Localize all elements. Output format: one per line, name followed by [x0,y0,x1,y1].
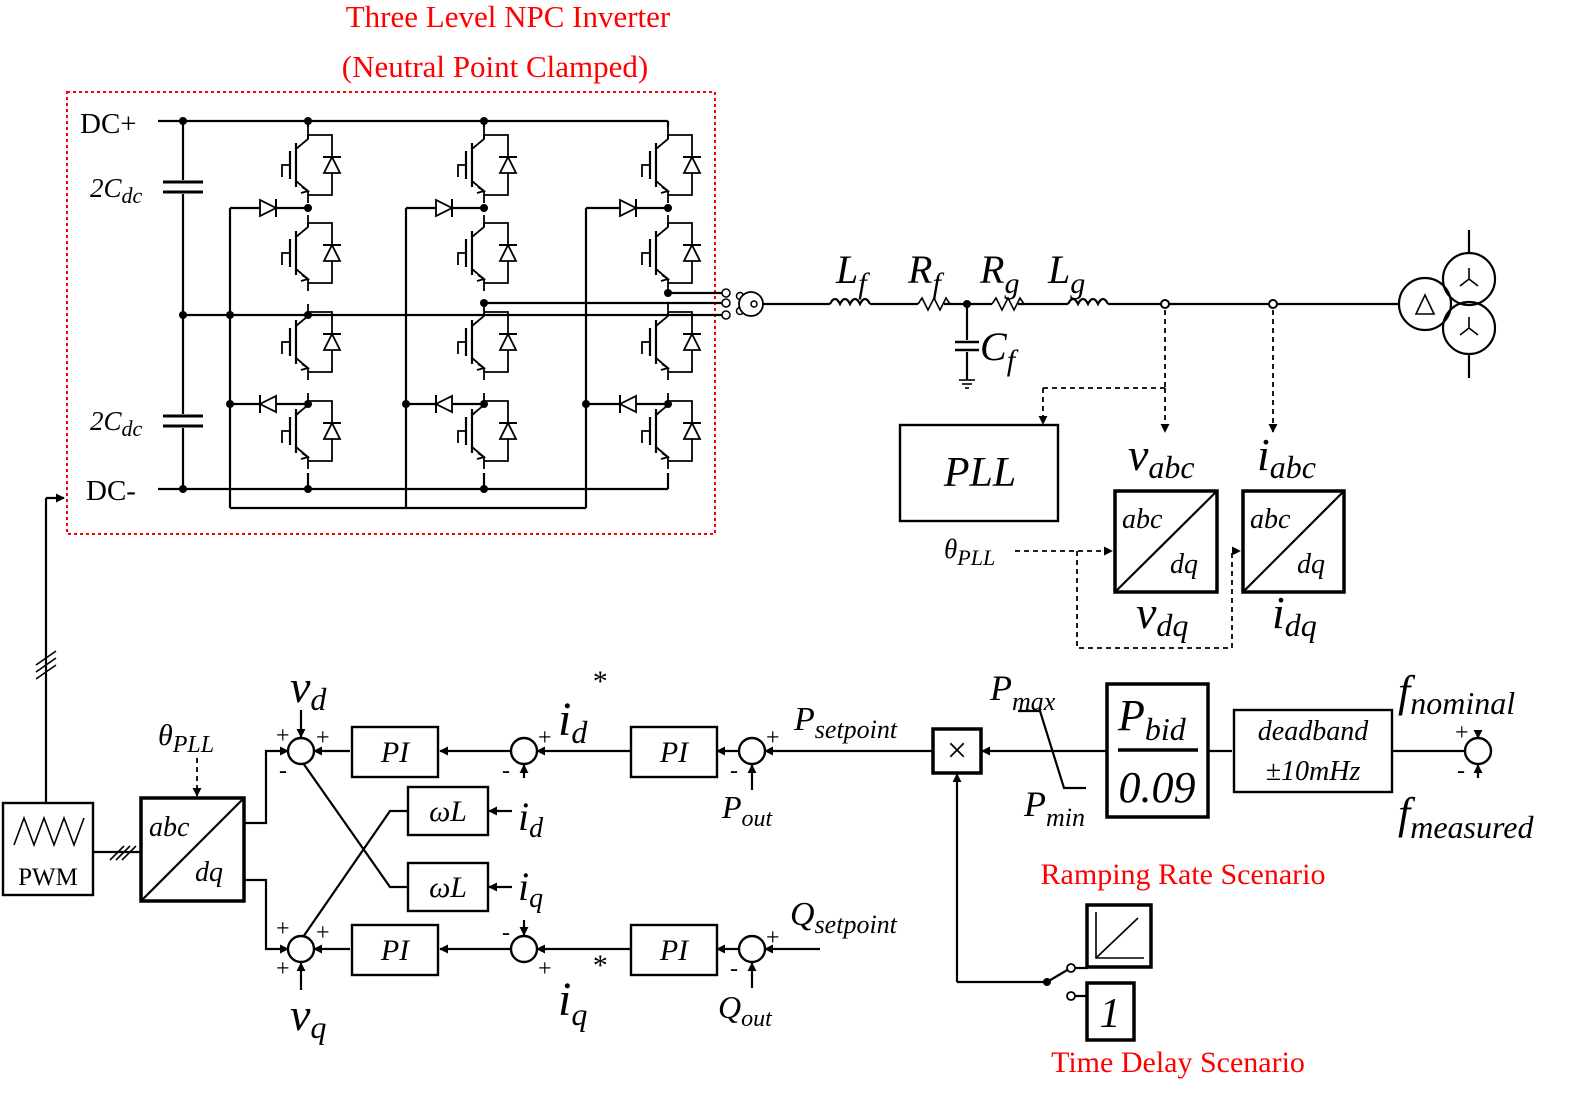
v-abc-dq-dq: dq [1170,549,1198,580]
gain-denominator: 0.09 [1119,763,1196,812]
omega-l-q-label: ωL [429,871,467,904]
delay-scenario-label: Time Delay Scenario [1051,1046,1305,1079]
svg-text:+: + [766,725,780,751]
svg-text:-: - [279,758,287,784]
sign-markers: + + - + + + + - - + + - + - + - [276,720,1469,982]
pwm-label: PWM [18,864,78,891]
v-abc-label: vabc [1128,429,1195,485]
i-abc-dq-abc: abc [1250,504,1291,535]
cap-bottom-label: 2Cdc [90,406,143,441]
p-min-label: Pmin [1023,784,1085,832]
svg-text:-: - [502,920,510,946]
phase-outputs [308,288,764,320]
omega-l-d-label: ωL [429,795,467,828]
svg-text:-: - [730,956,738,982]
cf-label: Cf [980,324,1019,377]
pwm-gate-link [35,493,65,803]
d-axis-signal-paths [244,710,932,990]
control-dq-text: dq [195,857,223,888]
measurement-signals [1015,310,1278,649]
dc-plus-label: DC+ [80,108,137,140]
pwm-triangle-icon [13,815,85,848]
omega-l-q-block [406,861,490,913]
i-abc-label: iabc [1257,429,1316,485]
pll-label: PLL [943,450,1016,496]
deadband-label: deadband [1258,716,1369,747]
theta-pll-control-label: θPLL [158,719,214,758]
lf-label: Lf [835,247,870,300]
theta-pll-meas-label: θPLL [944,534,995,570]
delay-block [1085,981,1136,1042]
q-setpoint-label: Qsetpoint [790,896,898,939]
deadband-value: ±10mHz [1266,756,1361,787]
q-out-label: Qout [718,989,773,1032]
v-dq-label: vdq [1136,587,1188,643]
svg-text:+: + [276,723,290,749]
vq-label: vq [290,989,326,1045]
svg-text:+: + [316,725,330,751]
phase-leg-b [406,121,519,489]
neutral-bus [226,208,590,510]
transformer-icon [1397,230,1497,378]
deadband-block [1232,708,1394,794]
f-measured-label: fmeasured [1398,789,1534,845]
iq-label: iq [518,864,543,914]
pi-power-q-block [629,923,719,977]
limiter-icon [1018,709,1086,790]
svg-text:-: - [502,758,510,784]
pi-power-p-label: PI [659,736,690,769]
omega-l-d-block [406,785,490,837]
svg-text:+: + [316,920,330,946]
pi-power-q-label: PI [659,934,690,967]
v-abc-dq-abc: abc [1122,504,1163,535]
pi-current-d-label: PI [380,736,411,769]
pll-block [898,423,1060,523]
lg-label: Lg [1047,247,1085,300]
multiplier-sign: × [947,730,967,770]
iq-ref-label: iq* [558,949,606,1032]
pi-power-p-block [629,725,719,779]
i-abc-dq-dq: dq [1297,549,1325,580]
summing-junctions [286,736,1493,964]
cap-top-label: 2Cdc [90,173,143,208]
delay-value: 1 [1100,991,1121,1037]
svg-text:+: + [538,956,552,982]
dc-minus-label: DC- [86,475,136,507]
i-dq-label: idq [1272,587,1317,643]
svg-text:+: + [276,956,290,982]
vd-label: vd [290,661,327,717]
svg-text:+: + [766,925,780,951]
p-out-label: Pout [721,789,774,832]
inverter-title: Three Level NPC Inverter [346,0,671,34]
rg-label: Rg [979,247,1019,300]
pi-current-q-label: PI [380,934,411,967]
p-setpoint-label: Psetpoint [793,701,898,744]
multiplier-block [931,727,983,775]
svg-text:+: + [538,725,552,751]
svg-text:+: + [276,916,290,942]
pi-current-q-block [350,923,440,977]
phase-leg-a [230,121,343,489]
control-abc-text: abc [149,812,190,843]
pwm-block [1,801,95,897]
grid-line [763,296,1400,389]
inverter-boundary [66,91,716,535]
inverter-subtitle: (Neutral Point Clamped) [342,49,649,84]
dc-rails [158,117,668,493]
pi-current-d-block [350,725,440,779]
dc-capacitors [163,121,308,489]
phase-leg-c [586,121,703,489]
f-nominal-label: fnominal [1398,667,1515,721]
id-ref-label: id* [558,665,606,750]
ramping-scenario-label: Ramping Rate Scenario [1041,858,1326,891]
p-max-label: Pmax [989,668,1056,716]
svg-text:+: + [1455,720,1469,746]
ramp-icon [1095,912,1144,959]
svg-text:-: - [730,758,738,784]
svg-text:-: - [1457,758,1465,784]
rf-label: Rf [907,247,944,300]
id-label: id [518,794,544,844]
p-bid-label: Pbid [1117,691,1187,747]
